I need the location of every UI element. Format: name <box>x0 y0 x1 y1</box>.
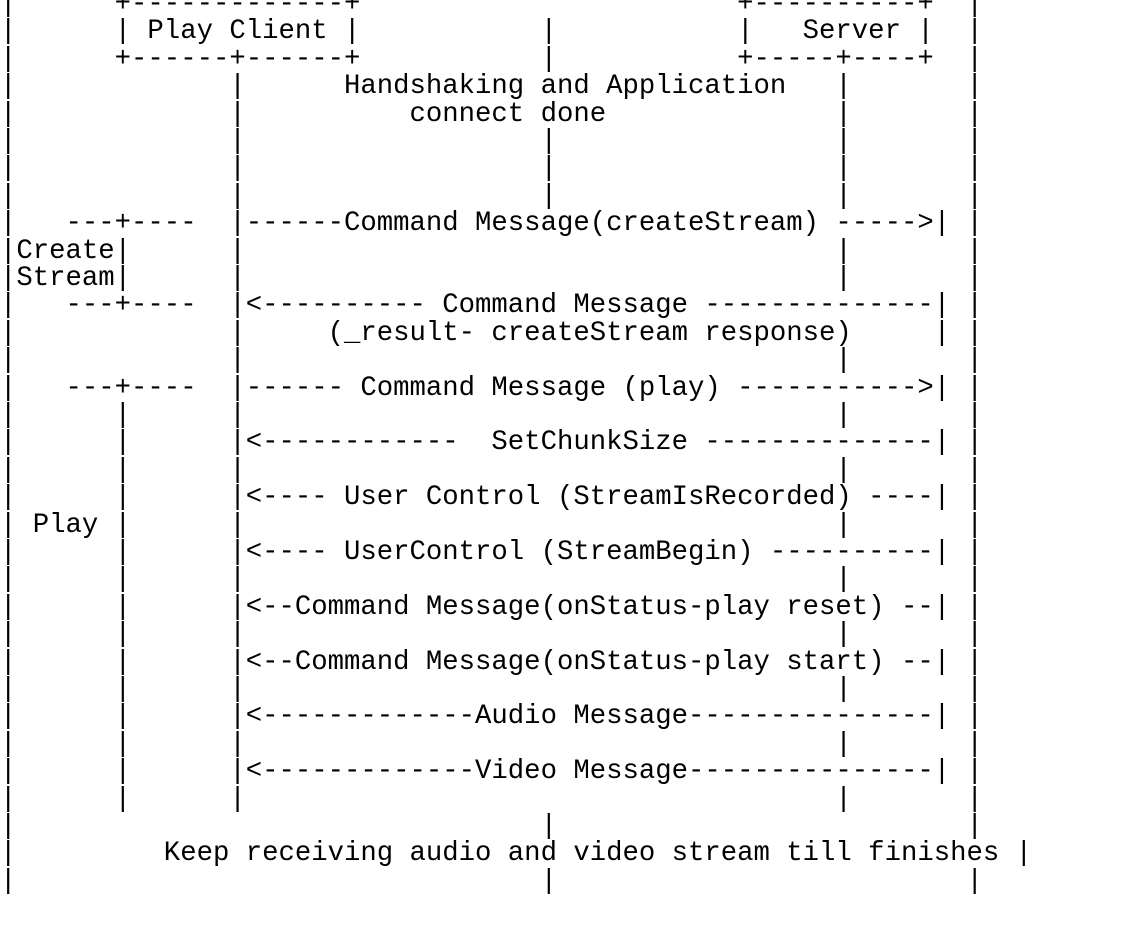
diagram-line: | | |<--Command Message(onStatus-play st… <box>0 646 983 678</box>
diagram-line: |Stream| | | | <box>0 263 983 294</box>
diagram-line: | | | | | <box>0 153 983 185</box>
diagram-line: | | (_result- createStream response) | | <box>0 317 983 349</box>
diagram-line: | | | | | <box>0 180 983 212</box>
diagram-line: | | Handshaking and Application | | <box>0 71 983 103</box>
diagram-line: | | | | | <box>0 619 983 651</box>
diagram-line: | | connect done | | <box>0 98 983 130</box>
diagram-line: | | | | | <box>0 783 983 815</box>
diagram-line: | | | | | <box>0 674 983 705</box>
diagram-line: | | |<---- UserControl (StreamBegin) ---… <box>0 537 983 568</box>
diagram-line: | | | | <box>0 345 983 377</box>
diagram-line: | Play | | | | <box>0 509 983 541</box>
diagram-line: | ---+---- |------ Command Message (play… <box>0 372 983 404</box>
diagram-line: | | |<-------------Video Message--------… <box>0 756 983 788</box>
diagram-line: | | | | | <box>0 454 983 486</box>
diagram-line: |Create| | | | <box>0 235 983 267</box>
diagram-line: | +-------------+ +----------+ | <box>0 0 983 20</box>
diagram-line: | | |<---- User Control (StreamIsRecorde… <box>0 482 983 514</box>
diagram-line: | Keep receiving audio and video stream … <box>0 838 1032 870</box>
diagram-line: | | | | | <box>0 728 983 760</box>
diagram-line: | ---+---- |<---------- Command Message … <box>0 290 983 322</box>
diagram-line: | | |<--Command Message(onStatus-play re… <box>0 591 983 623</box>
diagram-line: | | | | | <box>0 126 983 157</box>
diagram-line: | | | <box>0 811 983 842</box>
diagram-line: | | |<-------------Audio Message--------… <box>0 701 983 733</box>
diagram-line: | | | | | <box>0 400 983 431</box>
diagram-line: | | |<------------ SetChunkSize --------… <box>0 427 983 459</box>
diagram-line: | ---+---- |------Command Message(create… <box>0 208 983 240</box>
diagram-line: | | | | | <box>0 564 983 596</box>
diagram-line: | | | <box>0 865 983 897</box>
diagram-line: | +------+------+ | +-----+----+ | <box>0 43 983 75</box>
diagram-line: | | Play Client | | | Server | | <box>0 16 983 48</box>
